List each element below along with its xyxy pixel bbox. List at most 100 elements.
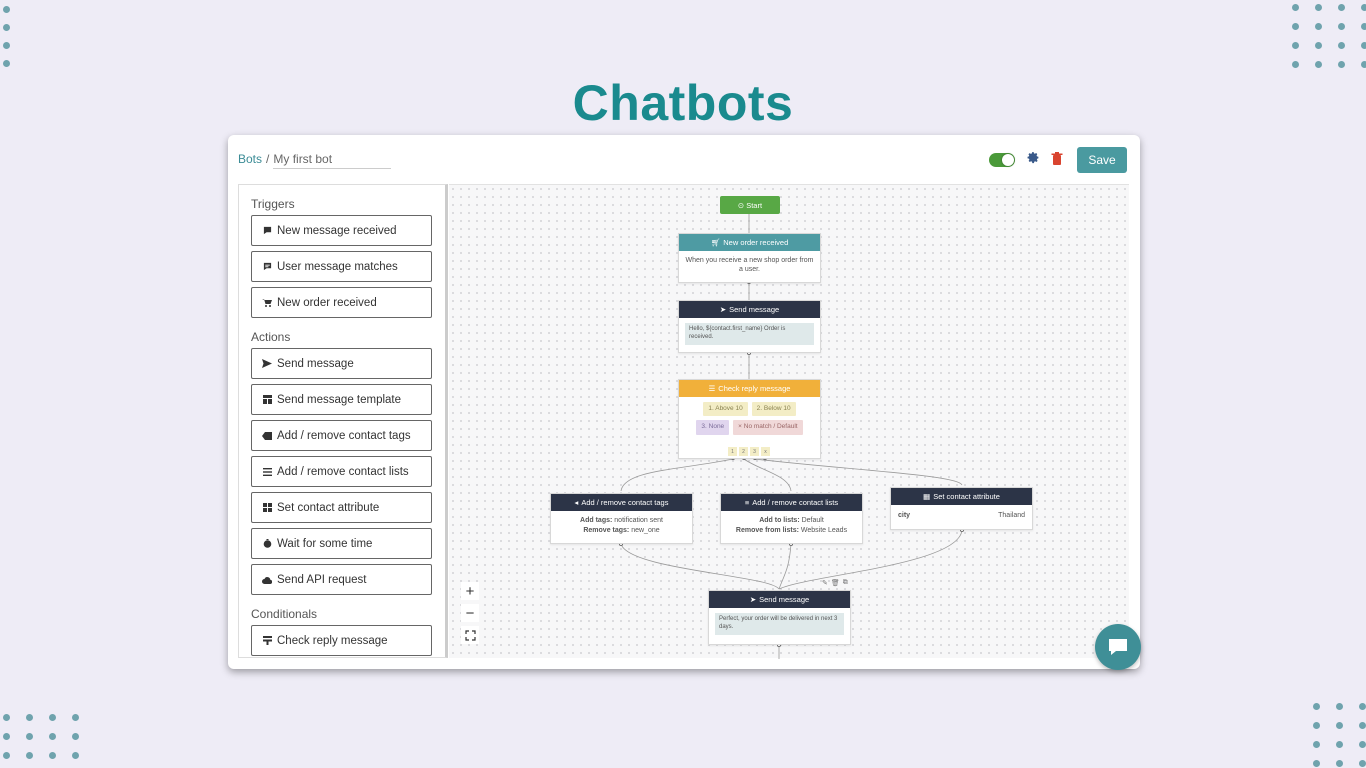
breadcrumb: Bots / My first bot	[238, 152, 392, 169]
gear-icon[interactable]	[1026, 151, 1040, 165]
tag-icon: ◂	[574, 498, 579, 507]
flow-node-contact-lists[interactable]: ≡ Add / remove contact lists Add to list…	[720, 493, 863, 544]
output-port[interactable]: 2	[739, 447, 748, 456]
flow-node-send-message-1[interactable]: ➤ Send message Hello, ${contact.first_na…	[678, 300, 821, 353]
palette-item-send-message[interactable]: Send message	[251, 348, 432, 379]
node-body: city Thailand	[891, 505, 1032, 526]
palette-item-new-order-received[interactable]: New order received	[251, 287, 432, 318]
output-port[interactable]: x	[761, 447, 770, 456]
palette-item-label: Send message	[277, 357, 354, 370]
send-icon: ➤	[749, 595, 757, 604]
remove-tags-row: Remove tags: new_one	[557, 526, 686, 536]
edit-icon[interactable]: ✎	[822, 580, 828, 587]
palette-item-label: User message matches	[277, 260, 398, 273]
decor-dots-top-left	[3, 6, 10, 67]
palette-item-label: Check reply message	[277, 634, 388, 647]
add-tags-label: Add tags:	[580, 517, 613, 524]
palette-item-user-message-matches[interactable]: User message matches	[251, 251, 432, 282]
zoom-controls: + −	[461, 582, 479, 644]
chat-widget-button[interactable]	[1095, 624, 1141, 670]
message-preview: Hello, ${contact.first_name} Order is re…	[685, 323, 814, 345]
actions-heading: Actions	[251, 330, 291, 344]
add-lists-value: Default	[801, 517, 824, 524]
cloud-icon	[262, 575, 272, 585]
node-title: Set contact attribute	[933, 492, 1000, 501]
remove-lists-row: Remove from lists: Website Leads	[727, 526, 856, 536]
remove-tags-label: Remove tags:	[583, 526, 630, 534]
node-body: Add tags: notification sent Remove tags:…	[551, 511, 692, 541]
node-title: Send message	[759, 595, 810, 604]
palette-item-label: Set contact attribute	[277, 501, 380, 514]
duplicate-icon[interactable]: ⧉	[842, 579, 848, 586]
add-tags-row: Add tags: notification sent	[557, 516, 686, 526]
node-header: ➤ Send message	[709, 591, 850, 608]
palette-item-check-reply-message[interactable]: Check reply message	[251, 625, 432, 656]
flow-canvas[interactable]: ⊙ Start 🛒︎ New order received When you r…	[449, 184, 1129, 659]
message-icon	[262, 226, 272, 236]
reply-option: 2. Below 10	[751, 402, 796, 417]
reply-option: 3. None	[696, 420, 730, 435]
flow-node-set-contact-attribute[interactable]: ▦ Set contact attribute city Thailand	[890, 487, 1033, 530]
attribute-value: Thailand	[998, 512, 1025, 519]
remove-lists-value: Website Leads	[800, 526, 848, 534]
delete-icon[interactable]: 🗑︎	[830, 580, 840, 587]
tag-icon	[262, 431, 272, 441]
play-circle-icon: ⊙	[737, 200, 745, 210]
bot-editor-window: Bots / My first bot Save Triggers New me…	[228, 135, 1140, 669]
send-icon	[262, 359, 272, 369]
output-port[interactable]: 1	[728, 447, 737, 456]
flow-node-new-order-received[interactable]: 🛒︎ New order received When you receive a…	[678, 233, 821, 283]
node-body: 1. Above 10 2. Below 10 3. None × No mat…	[679, 397, 820, 440]
send-icon: ➤	[719, 305, 727, 314]
palette-item-set-contact-attribute[interactable]: Set contact attribute	[251, 492, 432, 523]
list-icon	[262, 467, 272, 477]
reply-option: 1. Above 10	[703, 402, 748, 417]
list-icon: ≡	[744, 498, 750, 507]
condition-icon	[262, 636, 272, 646]
flow-node-contact-tags[interactable]: ◂ Add / remove contact tags Add tags: no…	[550, 493, 693, 544]
palette-item-label: New order received	[277, 296, 377, 309]
node-header: ▦ Set contact attribute	[891, 488, 1032, 505]
zoom-in-icon[interactable]: +	[461, 582, 479, 600]
zoom-out-icon[interactable]: −	[461, 604, 479, 622]
palette-item-wait-for-some-time[interactable]: Wait for some time	[251, 528, 432, 559]
palette-item-label: Add / remove contact tags	[277, 429, 411, 442]
node-body: Hello, ${contact.first_name} Order is re…	[679, 318, 820, 350]
add-tags-value: notification sent	[614, 517, 663, 524]
reply-option-default: × No match / Default	[733, 420, 803, 435]
conditionals-heading: Conditionals	[251, 607, 318, 621]
bot-enabled-toggle[interactable]	[989, 153, 1015, 167]
flow-node-send-message-2[interactable]: ➤ Send message Perfect, your order will …	[708, 590, 851, 645]
trash-icon[interactable]	[1051, 152, 1065, 166]
chat-bubble-icon	[1109, 639, 1127, 655]
condition-icon: ☰	[708, 384, 716, 393]
node-header: ◂ Add / remove contact tags	[551, 494, 692, 511]
node-title: New order received	[723, 238, 789, 247]
add-lists-label: Add to lists:	[759, 517, 800, 524]
palette-item-label: Add / remove contact lists	[277, 465, 409, 478]
palette-item-send-api-request[interactable]: Send API request	[251, 564, 432, 595]
palette-item-add-remove-contact-tags[interactable]: Add / remove contact tags	[251, 420, 432, 451]
palette-item-label: Send message template	[277, 393, 402, 406]
timer-icon	[262, 539, 272, 549]
bot-name-input[interactable]: My first bot	[273, 152, 392, 169]
decor-dots-top-right	[1292, 4, 1366, 68]
palette-item-send-message-template[interactable]: Send message template	[251, 384, 432, 415]
palette-item-new-message-received[interactable]: New message received	[251, 215, 432, 246]
palette-item-add-remove-contact-lists[interactable]: Add / remove contact lists	[251, 456, 432, 487]
triggers-heading: Triggers	[251, 197, 295, 211]
palette-item-label: New message received	[277, 224, 397, 237]
add-lists-row: Add to lists: Default	[727, 516, 856, 526]
node-title: Check reply message	[718, 384, 791, 393]
output-port[interactable]: 3	[750, 447, 759, 456]
flow-start-node[interactable]: ⊙ Start	[720, 196, 780, 214]
flow-node-check-reply-message[interactable]: ☰ Check reply message 1. Above 10 2. Bel…	[678, 379, 821, 459]
breadcrumb-bots-link[interactable]: Bots	[238, 152, 263, 166]
fit-view-icon[interactable]	[461, 626, 479, 644]
save-button[interactable]: Save	[1077, 147, 1127, 173]
node-palette-sidebar: Triggers New message received User messa…	[238, 184, 448, 658]
node-title: Add / remove contact lists	[752, 498, 839, 507]
message-match-icon	[262, 262, 272, 272]
node-title: Send message	[729, 305, 780, 314]
node-body: Perfect, your order will be delivered in…	[709, 608, 850, 640]
